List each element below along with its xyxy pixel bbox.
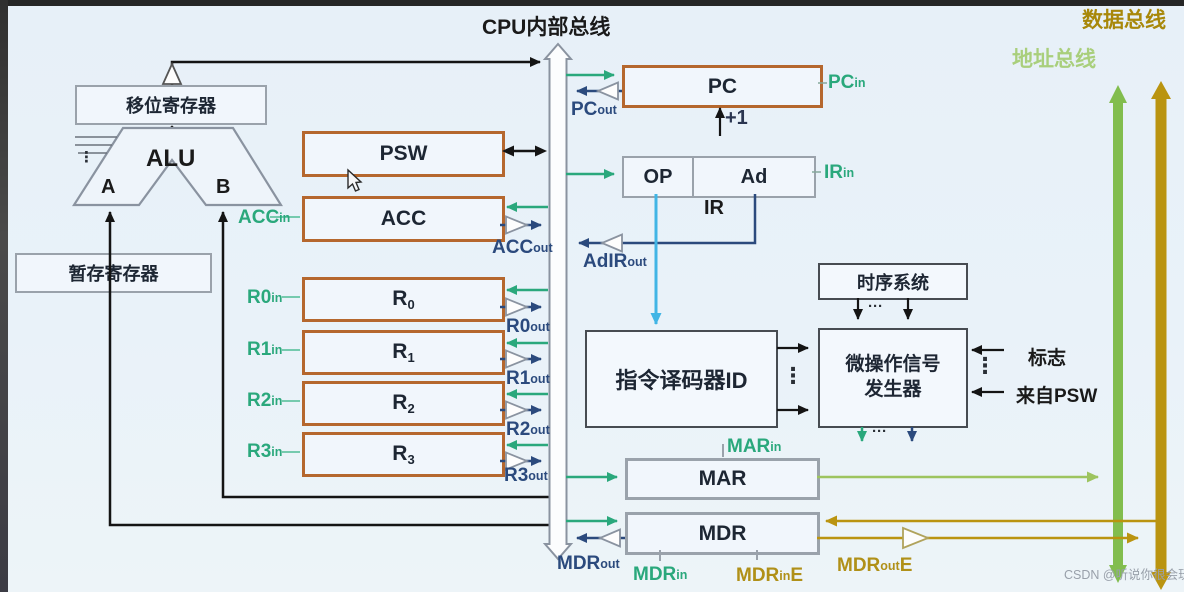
alu-shape [71, 126, 283, 207]
data-bus-arrow-top [1151, 81, 1171, 99]
signal-mdr-in-e: MDRinE [736, 565, 804, 586]
signal-r1-in: R1in [247, 339, 283, 360]
flags-from-psw-label: 来自PSW [1016, 386, 1098, 407]
cpu-internal-bus-title: CPU内部总线 [482, 16, 611, 39]
r2-register-box: R2 [302, 381, 505, 426]
mouse-cursor [347, 168, 363, 192]
pc-register-box: PC [622, 65, 823, 108]
wire-bus-to-alu-a [105, 211, 549, 527]
r1-register-box: R1 [302, 330, 505, 375]
ir-ad-field: Ad [740, 165, 768, 188]
watermark: CSDN @听说你很会玩 [1064, 568, 1184, 582]
buffer-adir-out [599, 233, 623, 253]
wire-bus-to-alu-b [218, 211, 549, 499]
alu-input-b-label: B [216, 176, 231, 198]
psw-arrow-left [502, 145, 514, 157]
alu-input-a-label: A [101, 176, 116, 198]
wire-adir-out [578, 194, 757, 248]
signal-r0-in: R0in [247, 287, 283, 308]
psw-register-box: PSW [302, 131, 505, 177]
buffer-r0-out [505, 297, 530, 317]
data-bus-label: 数据总线 [1082, 9, 1166, 32]
address-bus-arrow-bottom [1109, 565, 1127, 583]
signal-mdr-in: MDRin [633, 564, 688, 585]
acc-register-box: ACC [302, 196, 505, 242]
instruction-decoder-box: 指令译码器ID [585, 330, 778, 428]
ir-op-field: OP [624, 158, 694, 196]
plus-one-label: +1 [725, 107, 748, 129]
signal-r1-out: R1out [506, 368, 550, 389]
flags-gen-dots: ⋮ [974, 353, 996, 378]
decoder-gen-dots: ⋮ [782, 363, 804, 388]
buffer-shift-out [161, 61, 183, 85]
r0-register-box: R0 [302, 277, 505, 322]
gen-output-dots: ··· [872, 423, 887, 440]
signal-r2-out: R2out [506, 419, 550, 440]
flags-label: 标志 [1028, 348, 1067, 369]
in-label-dashes [270, 216, 300, 453]
buffer-r2-out [505, 400, 530, 420]
ir-register-box: OP Ad [622, 156, 816, 198]
mar-register-box: MAR [625, 458, 820, 500]
mdr-register-box: MDR [625, 512, 820, 555]
r3-register-box: R3 [302, 432, 505, 477]
address-bus-label: 地址总线 [1012, 48, 1096, 71]
shift-register-box: 移位寄存器 [75, 85, 267, 125]
buffer-mdr-out-e [902, 526, 931, 550]
signal-mdr-out-e: MDRoutE [837, 555, 913, 576]
signal-acc-in: ACCin [238, 207, 291, 228]
pcin-irin-dashes [812, 82, 827, 173]
buffer-pc-out [595, 81, 619, 101]
buffer-mdr-out [597, 528, 621, 548]
wire-shift-to-bus [170, 57, 541, 85]
buffer-acc-out [505, 215, 530, 235]
address-bus-arrow-top [1109, 85, 1127, 103]
signal-r2-in: R2in [247, 390, 283, 411]
psw-arrow-right [535, 145, 547, 157]
cpu-internal-bus [542, 42, 574, 561]
signal-ir-in: IRin [824, 162, 855, 183]
signal-r0-out: R0out [506, 316, 550, 337]
signal-pc-in: PCin [828, 72, 866, 93]
signal-mar-in: MARin [727, 436, 782, 457]
alu-control-dots: ⋮ [79, 149, 94, 166]
screen-edge-left [0, 0, 8, 592]
timing-gen-dots: ··· [868, 298, 883, 315]
signal-r3-out: R3out [504, 465, 548, 486]
screen-edge-top [0, 0, 1184, 6]
data-bus-arrow-bottom [1151, 572, 1171, 590]
signal-r3-in: R3in [247, 441, 283, 462]
microop-generator-box: 微操作信号 发生器 [818, 328, 968, 428]
buffer-r1-out [505, 349, 530, 369]
signal-acc-out: ACCout [492, 237, 553, 258]
label-ticks [659, 444, 758, 561]
temp-register-box: 暂存寄存器 [15, 253, 212, 293]
timing-system-box: 时序系统 [818, 263, 968, 300]
alu-label: ALU [146, 145, 196, 172]
buffer-r3-out [505, 451, 530, 471]
signal-adir-out: AdIRout [583, 251, 647, 272]
signal-mdr-out: MDRout [557, 553, 620, 574]
signal-pc-out: PCout [571, 99, 617, 120]
ir-label: IR [704, 197, 724, 219]
alu-control-lines [75, 136, 117, 154]
